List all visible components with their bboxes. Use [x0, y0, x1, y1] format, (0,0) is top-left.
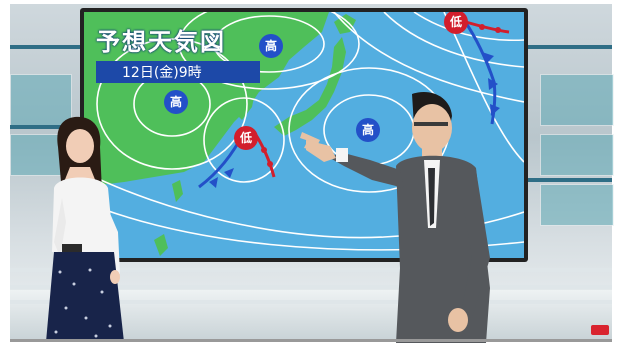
studio-bar [528, 178, 612, 182]
studio-bar [10, 125, 80, 129]
floor-stripe [10, 285, 612, 289]
floor-stripe [10, 268, 612, 272]
map-title: 予想天気図 [96, 28, 226, 56]
high-pressure-marker: 高 [259, 34, 283, 58]
channel-logo-icon [591, 325, 609, 335]
high-pressure-marker: 高 [356, 118, 380, 142]
presenter-woman [46, 116, 124, 342]
studio-bar [10, 45, 80, 49]
map-date: 12日(金)9時 [96, 61, 260, 83]
background-panel [540, 134, 614, 176]
background-panel [540, 74, 614, 126]
video-progress-bar[interactable] [10, 339, 612, 342]
map-title-box: 予想天気図 12日(金)9時 [96, 22, 260, 83]
presenter-man [300, 92, 490, 343]
background-panel [540, 184, 614, 226]
high-pressure-marker: 高 [164, 90, 188, 114]
background-panel [10, 74, 72, 126]
floor-stripe [10, 300, 612, 304]
studio-bar [528, 45, 612, 49]
low-pressure-marker: 低 [444, 12, 468, 34]
low-pressure-marker: 低 [234, 126, 258, 150]
